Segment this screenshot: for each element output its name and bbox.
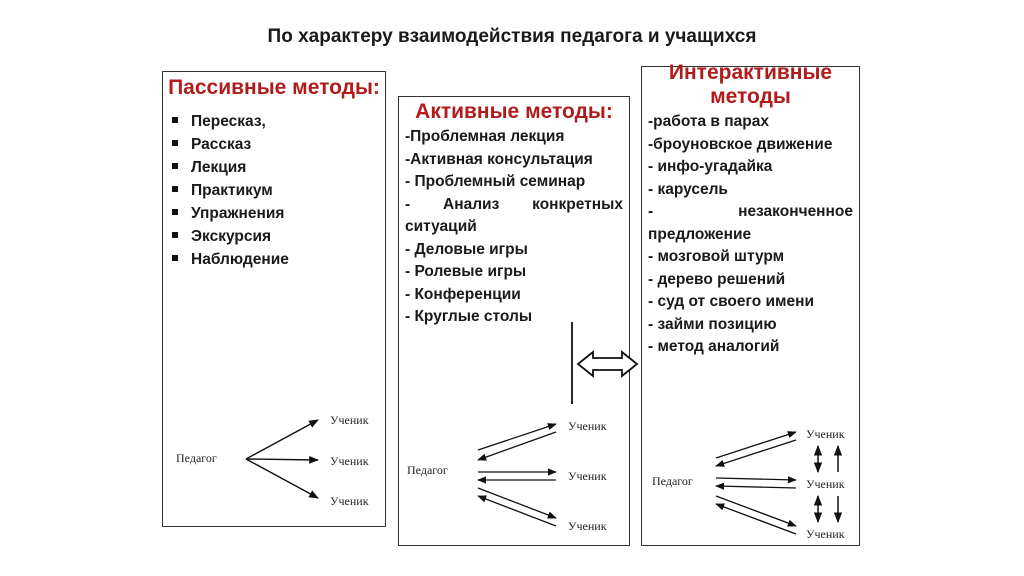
list-item: - займи позицию	[648, 315, 777, 333]
arrow-icon	[245, 458, 319, 499]
interactive-methods-list: -работа в парах -броуновское движение - …	[648, 111, 853, 359]
student-label: Ученик	[568, 419, 607, 433]
arrow-icon	[715, 495, 797, 527]
teacher-label: Педагог	[407, 463, 448, 477]
list-item: - Круглые столы	[405, 308, 533, 326]
list-item: Наблюдение	[172, 248, 385, 271]
passive-heading: Пассивные методы:	[168, 76, 380, 99]
list-item: -броуновское движение	[648, 135, 833, 153]
list-item: - мозговой штурм	[648, 248, 785, 266]
student-label: Ученик	[568, 519, 607, 533]
list-item: -Активная консультация	[405, 150, 593, 168]
interactive-methods-box: Интерактивные методы -работа в парах -бр…	[641, 61, 860, 546]
passive-diagram: Педагог Ученик Ученик Ученик	[176, 413, 369, 508]
student-label: Ученик	[806, 477, 845, 491]
teacher-label: Педагог	[176, 451, 217, 465]
list-item: Упражнения	[172, 202, 385, 225]
page-title: По характеру взаимодействия педагога и у…	[267, 26, 757, 47]
arrow-icon	[715, 482, 797, 490]
arrow-icon	[477, 423, 557, 451]
interactive-heading: Интерактивные методы	[668, 61, 833, 109]
list-item: Лекция	[172, 156, 385, 179]
list-item: -Проблемная лекция	[405, 128, 565, 146]
list-item: - карусель	[648, 180, 728, 198]
arrow-icon	[245, 419, 319, 460]
double-arrow-icon	[576, 350, 639, 378]
active-heading: Активные методы:	[415, 100, 613, 123]
list-item: - инфо-угадайка	[648, 158, 773, 176]
list-item: - Анализ конкретных ситуаций	[405, 195, 623, 236]
bullet-icon	[172, 186, 178, 193]
student-label: Ученик	[330, 413, 369, 427]
list-item: - Конференции	[405, 285, 521, 303]
list-item: Пересказ,	[172, 110, 385, 133]
bullet-icon	[172, 163, 178, 170]
list-item: Экскурсия	[172, 225, 385, 248]
list-item: - суд от своего имени	[648, 293, 815, 311]
teacher-label: Педагог	[652, 474, 693, 488]
student-label: Ученик	[568, 469, 607, 483]
list-item: -работа в парах	[648, 113, 769, 131]
bullet-icon	[172, 140, 178, 147]
list-item: - Ролевые игры	[405, 263, 527, 281]
active-methods-list: -Проблемная лекция -Активная консультаци…	[405, 126, 623, 329]
bullet-icon	[172, 209, 178, 216]
passive-methods-box: Пассивные методы: Пересказ, Рассказ Лекц…	[162, 71, 386, 527]
student-label: Ученик	[330, 454, 369, 468]
list-item: Практикум	[172, 179, 385, 202]
arrow-icon	[477, 487, 557, 519]
student-label: Ученик	[806, 527, 845, 541]
arrow-icon	[245, 455, 319, 464]
active-methods-box: Активные методы: -Проблемная лекция -Акт…	[398, 96, 630, 546]
student-label: Ученик	[806, 427, 845, 441]
list-item: Рассказ	[172, 133, 385, 156]
list-item: - Деловые игры	[405, 240, 528, 258]
list-item: - метод аналогий	[648, 338, 780, 356]
arrow-icon	[477, 431, 557, 461]
list-item: - Проблемный семинар	[405, 173, 586, 191]
bullet-icon	[172, 117, 178, 124]
arrow-icon	[715, 503, 797, 535]
bullet-icon	[172, 255, 178, 262]
list-item: - незаконченное предложение	[648, 203, 853, 243]
arrow-icon	[715, 476, 797, 484]
arrow-icon	[715, 439, 797, 467]
interactive-diagram: Педагог Ученик Ученик Ученик	[652, 427, 845, 541]
passive-methods-list: Пересказ, Рассказ Лекция Практикум Упраж…	[163, 110, 385, 271]
active-diagram: Педагог Ученик Ученик Ученик	[407, 419, 607, 533]
bullet-icon	[172, 232, 178, 239]
arrow-icon	[715, 431, 797, 459]
arrow-icon	[477, 495, 557, 527]
list-item: - дерево решений	[648, 270, 786, 288]
student-label: Ученик	[330, 494, 369, 508]
